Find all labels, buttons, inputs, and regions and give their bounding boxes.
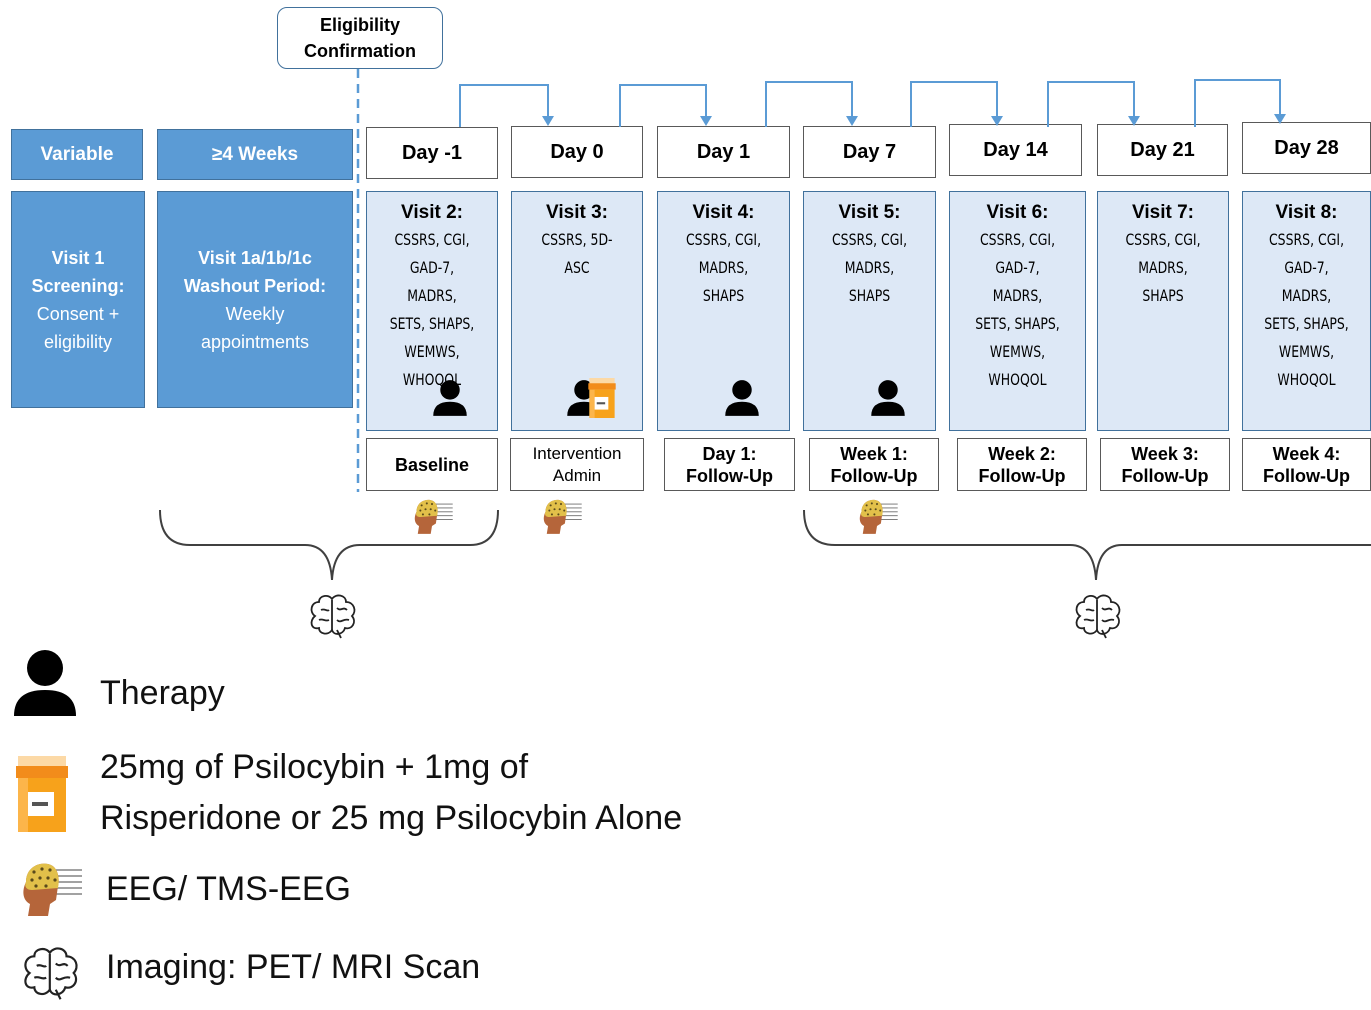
visit-label: Week 1: Follow-Up — [809, 438, 939, 491]
visit-measures: CSSRS, CGI, GAD-7, MADRS, SETS, SHAPS, W… — [975, 230, 1060, 389]
visit-measures: CSSRS, CGI, MADRS, SHAPS — [685, 230, 762, 305]
brain-icon — [307, 592, 359, 640]
pill-bottle-icon — [16, 756, 68, 832]
visit-title: Visit 6: — [986, 202, 1049, 223]
visit-label: Baseline — [366, 438, 498, 491]
visit-title: Visit 3: — [546, 202, 608, 223]
visit-measures: CSSRS, 5D-ASC — [541, 230, 613, 277]
person-icon — [12, 646, 78, 720]
visit-box: Visit 8: CSSRS, CGI, GAD-7, MADRS, SETS,… — [1242, 191, 1371, 431]
brain-icon — [1072, 592, 1124, 640]
visit-box: Visit 4: CSSRS, CGI, MADRS, SHAPS — [657, 191, 790, 431]
legend-imaging: Imaging: PET/ MRI Scan — [106, 948, 481, 986]
visit-title: Visit 5: — [838, 202, 901, 223]
eligibility-confirmation-box: Eligibility Confirmation — [277, 7, 443, 69]
legend: Therapy 25mg of Psilocybin + 1mg of Risp… — [0, 640, 700, 1010]
visit-box: Visit 5: CSSRS, CGI, MADRS, SHAPS — [803, 191, 936, 431]
visit-label: Day 1: Follow-Up — [664, 438, 795, 491]
eeg-head-icon — [539, 497, 583, 537]
washout-visit-box: Visit 1a/1b/1c Washout Period: Weekly ap… — [157, 191, 353, 408]
visit-label: Week 2: Follow-Up — [957, 438, 1087, 491]
visit-box: Visit 2: CSSRS, CGI, GAD-7, MADRS, SETS,… — [366, 191, 498, 431]
visit-title: Visit 8: — [1275, 202, 1338, 223]
brain-icon — [20, 944, 82, 1002]
eeg-head-icon — [855, 497, 899, 537]
legend-therapy: Therapy — [100, 674, 225, 712]
visit-box: Visit 7: CSSRS, CGI, MADRS, SHAPS — [1097, 191, 1229, 431]
visit-measures: CSSRS, CGI, MADRS, SHAPS — [831, 230, 908, 305]
visit-title: Visit 2: — [401, 202, 463, 223]
visit-label: Week 3: Follow-Up — [1100, 438, 1230, 491]
weeks-header: ≥4 Weeks — [157, 129, 353, 180]
day-header: Day 21 — [1097, 124, 1228, 176]
eligibility-label: Eligibility Confirmation — [304, 15, 416, 61]
legend-drug-line1: 25mg of Psilocybin + 1mg of — [100, 748, 529, 786]
legend-drug-line2: Risperidone or 25 mg Psilocybin Alone — [100, 799, 683, 837]
visit-box: Visit 3: CSSRS, 5D-ASC — [511, 191, 643, 431]
day-header: Day -1 — [366, 127, 498, 179]
day-header: Day 0 — [511, 126, 643, 178]
visit-label: Intervention Admin — [510, 438, 644, 491]
visit-measures: CSSRS, CGI, GAD-7, MADRS, SETS, SHAPS, W… — [389, 230, 475, 389]
visit-box: Visit 6: CSSRS, CGI, GAD-7, MADRS, SETS,… — [949, 191, 1086, 431]
screening-visit-box: Visit 1 Screening: Consent + eligibility — [11, 191, 145, 408]
day-header: Day 14 — [949, 124, 1082, 176]
eeg-head-icon — [410, 497, 454, 537]
legend-eeg: EEG/ TMS-EEG — [106, 870, 351, 908]
eeg-head-icon — [16, 860, 84, 920]
day-header: Day 7 — [803, 126, 936, 178]
visit-label: Week 4: Follow-Up — [1242, 438, 1371, 491]
visit-title: Visit 4: — [692, 202, 755, 223]
variable-header: Variable — [11, 129, 143, 180]
day-header: Day 28 — [1242, 122, 1371, 174]
visit-measures: CSSRS, CGI, MADRS, SHAPS — [1125, 230, 1201, 305]
visit-title: Visit 7: — [1132, 202, 1194, 223]
visit-measures: CSSRS, CGI, GAD-7, MADRS, SETS, SHAPS, W… — [1264, 230, 1349, 389]
day-header: Day 1 — [657, 126, 790, 178]
